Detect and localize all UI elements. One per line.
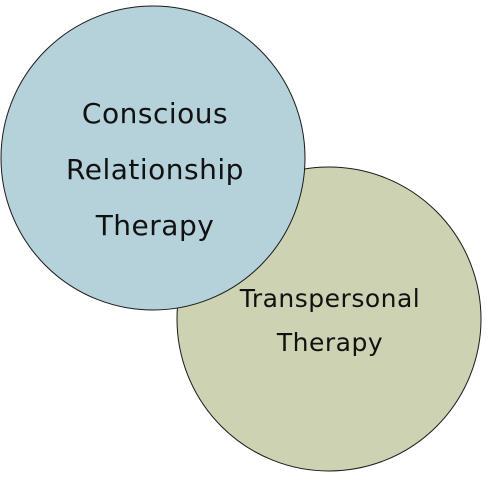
label-line: Relationship	[66, 153, 244, 186]
circle-conscious-relationship-therapy	[0, 5, 306, 311]
label-line: Therapy	[276, 328, 384, 357]
label-line: Transpersonal	[239, 284, 421, 313]
label-line: Therapy	[95, 209, 215, 242]
label-conscious-relationship-therapy: Conscious Relationship Therapy	[40, 86, 270, 254]
label-line: Conscious	[81, 97, 229, 130]
label-transpersonal-therapy: Transpersonal Therapy	[230, 277, 430, 365]
